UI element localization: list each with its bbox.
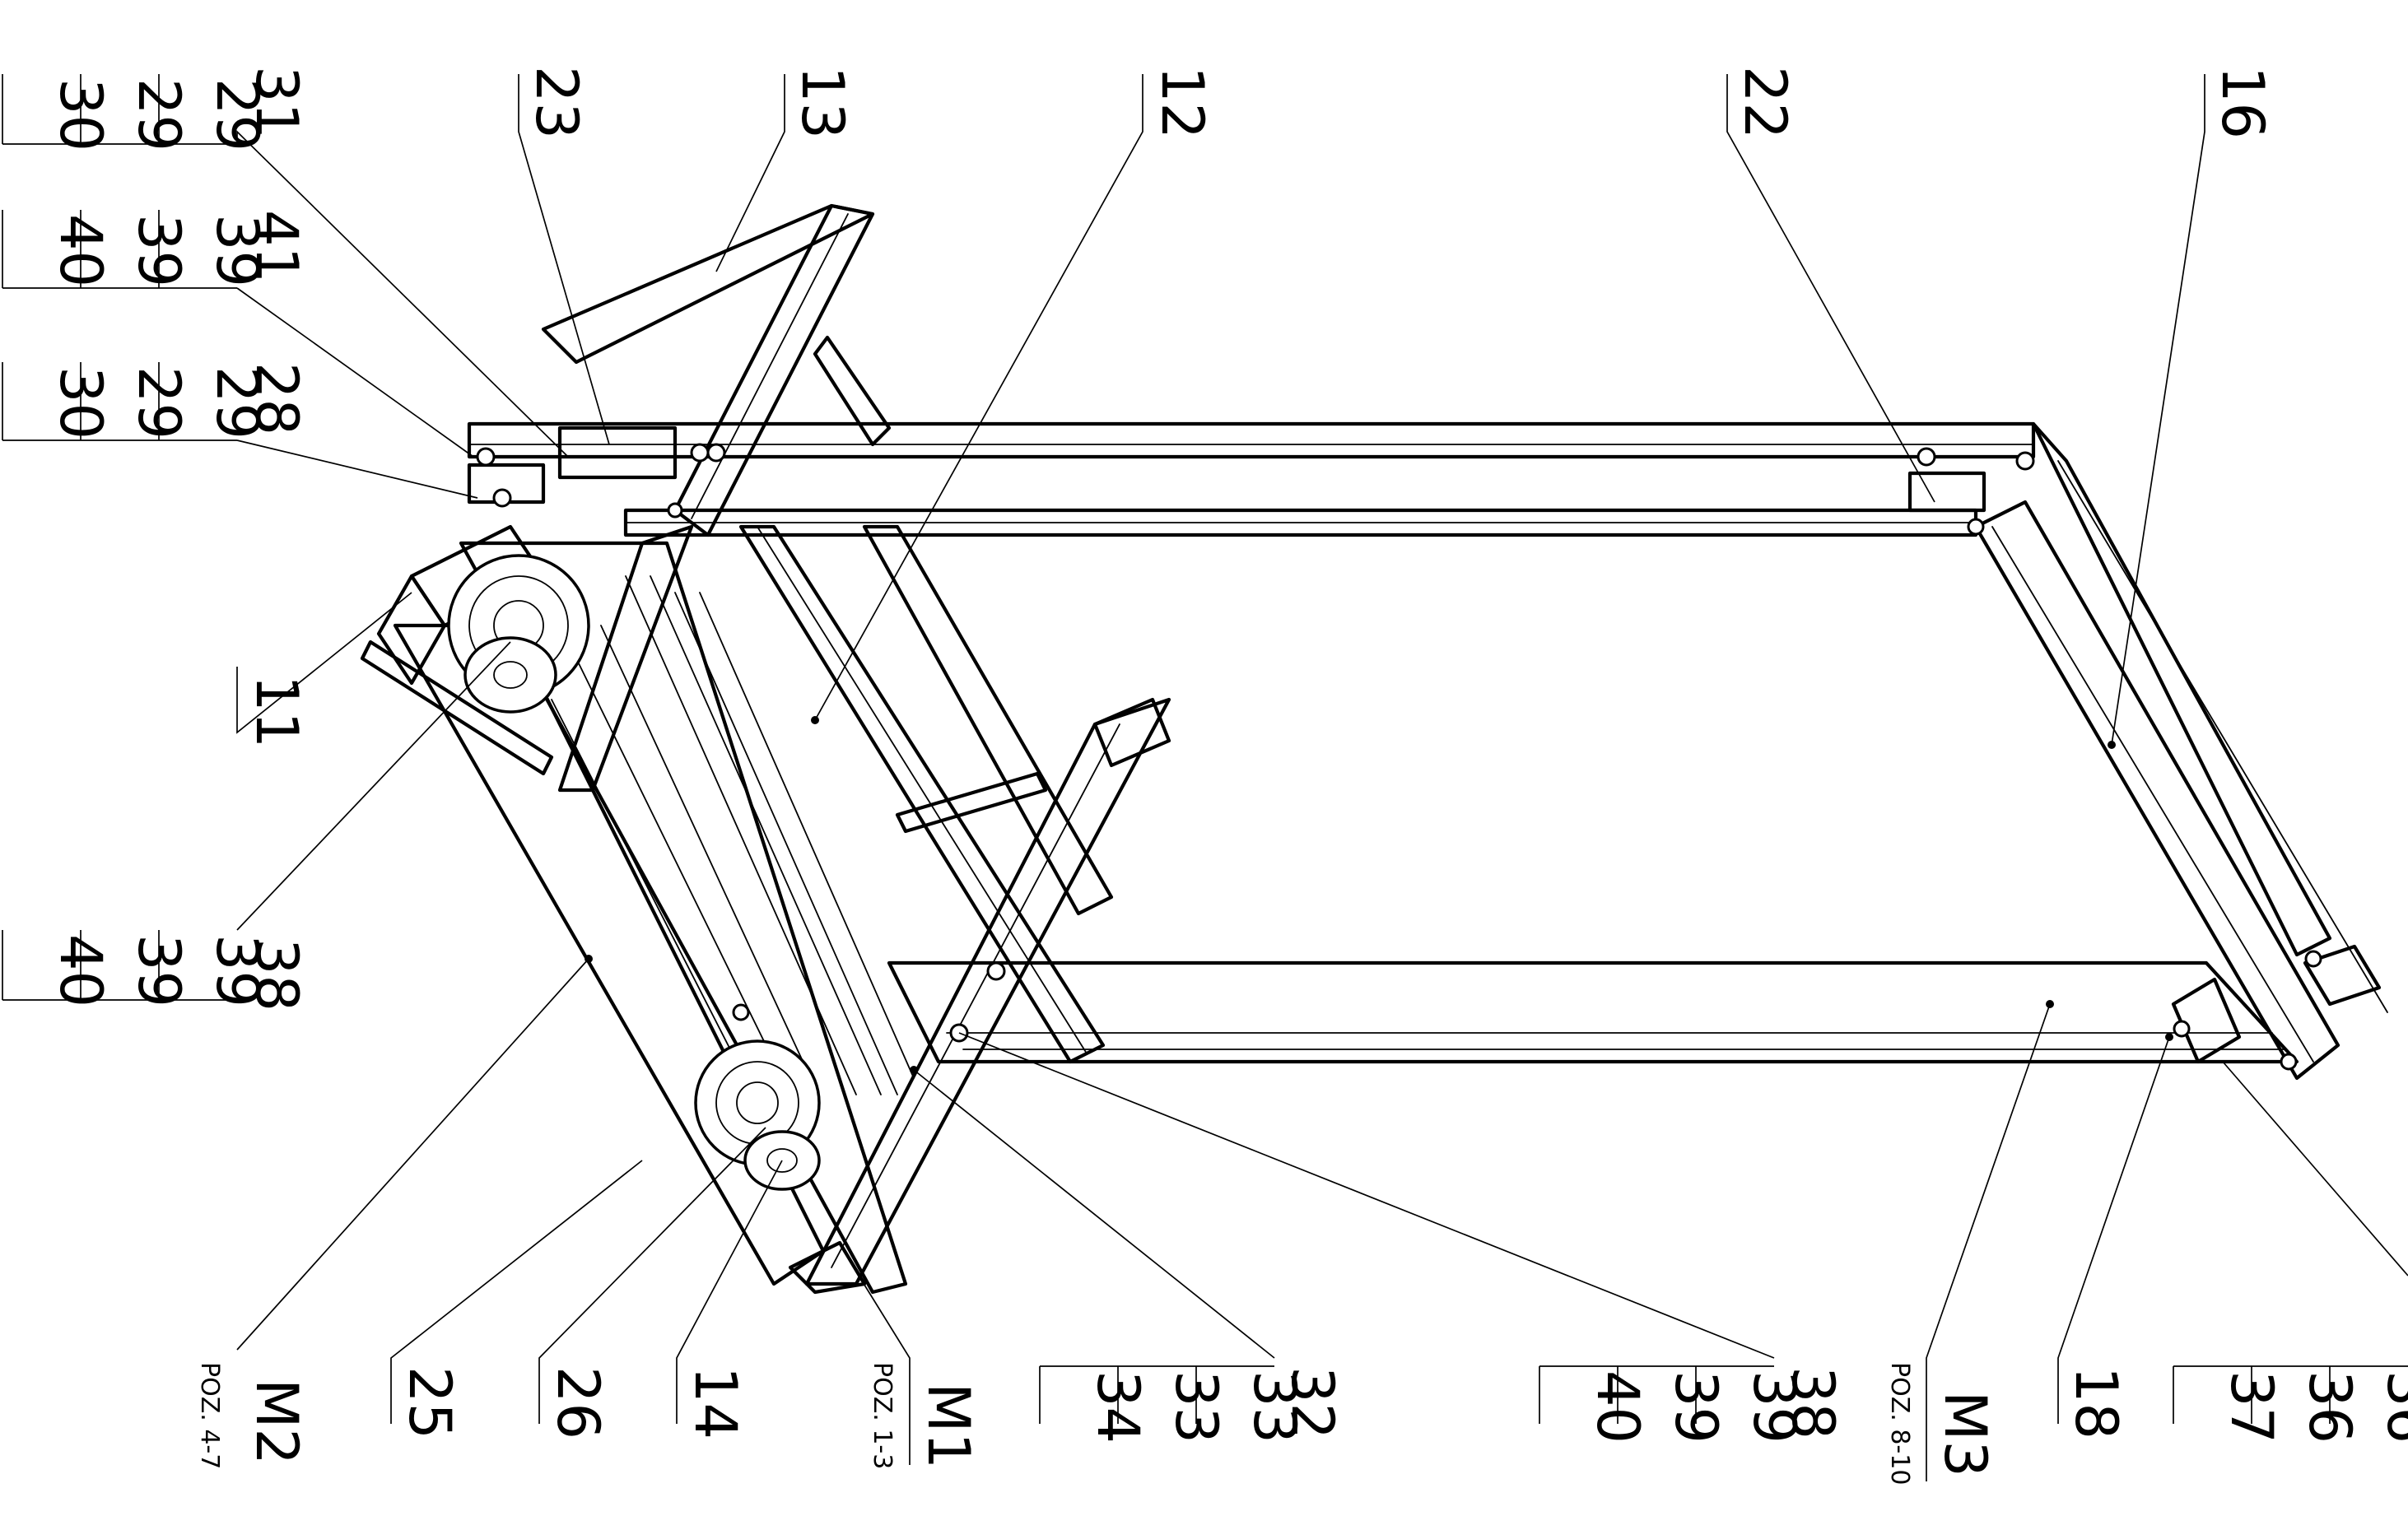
callout-41: 41 — [243, 210, 310, 283]
callout-31: 31 — [243, 66, 310, 139]
bom-number-s_right_edge-2: 37 — [2218, 1370, 2285, 1444]
bom-number-s28-2: 30 — [47, 366, 114, 439]
callout-32: 32 — [1279, 1366, 1346, 1439]
bom-number-s32-2: 34 — [1084, 1370, 1152, 1444]
hub-upper — [463, 636, 557, 714]
bom-number-s_right_edge-1: 36 — [2296, 1370, 2364, 1444]
left-transverse-beam — [738, 524, 1106, 1064]
callout-22: 22 — [1731, 66, 1799, 139]
callout-23: 23 — [523, 66, 590, 139]
callout-26: 26 — [544, 1366, 612, 1439]
callout-18: 18 — [2062, 1366, 2130, 1439]
callout-25: 25 — [396, 1366, 463, 1439]
bom-number-s38_right-2: 40 — [1584, 1370, 1651, 1444]
bom-number-s_right_edge-0: 36 — [2374, 1370, 2408, 1444]
bom-number-s38_right-1: 39 — [1662, 1370, 1730, 1444]
callout-28: 28 — [243, 362, 310, 435]
bom-number-s38_left-1: 39 — [125, 934, 193, 1007]
callout-12: 12 — [1148, 66, 1216, 139]
bom-number-s41-1: 39 — [125, 214, 193, 287]
cross-member — [895, 771, 1048, 834]
callout-13: 13 — [789, 66, 856, 139]
leader-lines — [236, 74, 2408, 1481]
poz-m3: POZ. 8-10 — [1885, 1362, 1914, 1485]
bom-number-s38_left-0: 39 — [203, 934, 271, 1007]
bom-number-s28-1: 29 — [125, 366, 193, 439]
poz-m1: POZ. 1-3 — [868, 1362, 897, 1469]
bom-number-s41-0: 39 — [203, 214, 271, 287]
callout-11: 11 — [243, 675, 310, 748]
right-cross-beam — [1973, 500, 2340, 1081]
bom-number-s38_right-0: 39 — [1740, 1370, 1808, 1444]
roller-frame-upper — [459, 541, 908, 1295]
bom-number-s31-2: 30 — [47, 78, 114, 151]
callout-m1: M1 — [915, 1383, 982, 1469]
bom-number-s32-0: 33 — [1241, 1370, 1308, 1444]
callout-16: 16 — [2209, 66, 2276, 139]
bom-number-s41-2: 40 — [47, 214, 114, 287]
callout-m3: M3 — [1931, 1391, 1999, 1477]
bom-number-s31-1: 29 — [125, 78, 193, 151]
bearing-block-right — [1907, 471, 1986, 513]
callout-38-left: 38 — [243, 938, 310, 1011]
end-bracket-right — [2171, 977, 2242, 1064]
frame-structure — [360, 203, 2388, 1295]
left-upper-leg — [541, 203, 875, 365]
bom-number-s31-0: 29 — [203, 78, 271, 151]
callout-38-right: 38 — [1779, 1366, 1847, 1439]
bom-number-s38_left-2: 40 — [47, 934, 114, 1007]
callouts: 31 23 13 12 22 16 41 28 11 38 M2 25 26 1… — [195, 66, 2276, 1485]
poz-m2: POZ. 4-7 — [195, 1362, 224, 1469]
upper-diagonal-beam — [557, 524, 694, 793]
bom-number-s28-0: 29 — [203, 366, 271, 439]
callout-14: 14 — [682, 1366, 749, 1439]
bearing-block-left — [557, 426, 678, 480]
callout-m2: M2 — [243, 1379, 310, 1465]
bom-number-s32-1: 33 — [1162, 1370, 1230, 1444]
